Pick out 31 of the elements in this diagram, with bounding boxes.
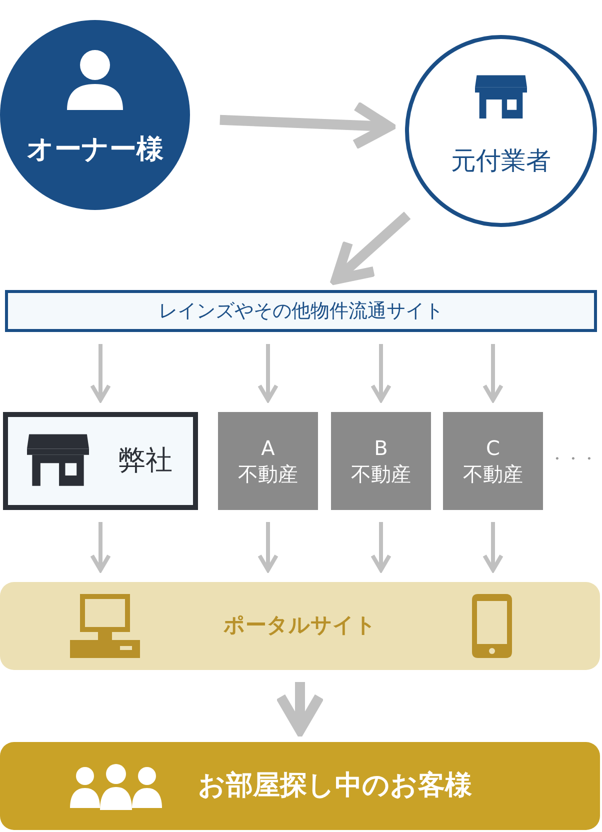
node-label: C — [486, 435, 500, 461]
company-box — [3, 412, 198, 510]
portal-band — [0, 582, 600, 670]
node-label: お部屋探し中のお客様 — [198, 769, 472, 804]
node-label: ポータルサイト — [224, 612, 376, 640]
node-label: 不動産 — [351, 461, 411, 487]
node-label: A — [261, 435, 275, 461]
node-label: 不動産 — [238, 461, 298, 487]
banner-box — [5, 290, 597, 332]
node-label: 元付業者 — [451, 144, 551, 177]
node-label: レインズやその他物件流通サイト — [158, 298, 444, 324]
arrow — [482, 522, 504, 572]
ellipsis-text: ・・・ — [549, 449, 597, 470]
arrow — [258, 522, 278, 572]
arrow — [276, 682, 324, 736]
arrow — [258, 344, 278, 402]
arrow — [370, 522, 392, 572]
node-label: B — [374, 435, 388, 461]
node-label: 弊社 — [118, 444, 172, 478]
agency-box — [331, 412, 431, 510]
arrow — [331, 212, 411, 284]
node-label: オーナー様 — [26, 133, 164, 168]
arrow — [90, 522, 111, 572]
node-label: 不動産 — [463, 461, 523, 487]
customer-band — [0, 742, 600, 830]
agency-box — [218, 412, 318, 510]
arrow — [482, 344, 504, 402]
arrow — [220, 100, 394, 150]
arrow — [90, 344, 111, 402]
arrow — [370, 344, 392, 402]
agency-box — [443, 412, 543, 510]
